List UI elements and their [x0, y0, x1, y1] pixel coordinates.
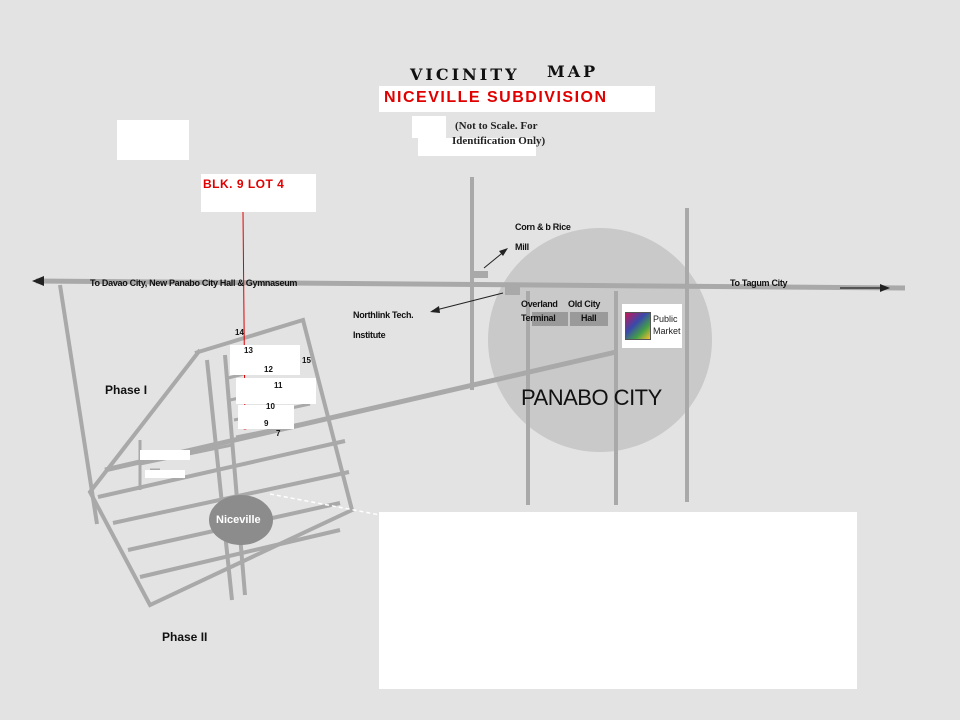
lot-number: 10: [266, 402, 275, 411]
road-label-west: To Davao City, New Panabo City Hall & Gy…: [90, 278, 298, 288]
lot-number: 15: [302, 356, 311, 365]
northlink-label-2: Institute: [353, 330, 386, 340]
road-west: [58, 284, 99, 525]
street-f: [139, 528, 341, 579]
lot-number: 14: [235, 328, 244, 337]
street-a: [205, 359, 234, 601]
northlink-block: [505, 287, 520, 295]
map-title-map: MAP: [547, 62, 599, 81]
scale-note-line1: (Not to Scale. For: [455, 120, 538, 132]
dashed-road: [269, 493, 381, 516]
niceville-label: Niceville: [216, 514, 261, 526]
public-market-label-2: Market: [653, 326, 681, 336]
road-diagonal: [104, 349, 617, 473]
niceville-oval: [209, 495, 273, 545]
pointer-northlink: [431, 292, 504, 312]
marker-label-bg: [201, 174, 316, 212]
road-patch-2: [145, 470, 185, 478]
title-sub-bg: [379, 86, 655, 112]
city-hall-block: [570, 312, 608, 326]
note-bg-1: [412, 116, 446, 138]
map-title-vicinity: VICINITY: [410, 65, 520, 84]
phase1-label: Phase I: [105, 383, 148, 397]
public-market-label-1: Public: [653, 314, 678, 324]
blank-panel: [379, 512, 857, 689]
overland-label-1: Overland: [521, 299, 558, 309]
marker-label: BLK. 9 LOT 4: [203, 177, 285, 191]
city-label: PANABO CITY: [521, 385, 662, 410]
lot-number: 12: [264, 365, 273, 374]
lots-bg-3: [238, 405, 294, 429]
northlink-label-1: Northlink Tech.: [353, 310, 414, 320]
rice-mill-label-1: Corn & b Rice: [515, 222, 571, 232]
rice-mill-block: [474, 271, 488, 278]
pointer-rice-mill-head: [499, 248, 508, 256]
arrow-right-icon: [880, 284, 890, 292]
map-subtitle: NICEVILLE SUBDIVISION: [384, 89, 608, 106]
old-city-hall-label-1: Old City: [568, 299, 601, 309]
lots-bg-1: [230, 345, 300, 375]
note-bg-2: [418, 138, 536, 156]
rice-mill-label-2: Mill: [515, 242, 529, 252]
pointer-northlink-head: [430, 306, 440, 313]
lot-number: 13: [244, 346, 253, 355]
lot-number: 9: [264, 419, 269, 428]
lot-number: 11: [274, 381, 283, 390]
phase2-label: Phase II: [162, 630, 208, 644]
road-patch-1: [140, 450, 190, 460]
terminal-block: [532, 312, 568, 326]
arrow-left-icon: [32, 276, 44, 286]
top-left-blank: [117, 120, 189, 160]
lot-number: 7: [276, 429, 281, 438]
subdivision-outline: [87, 317, 355, 608]
old-city-hall-label-2: Hall: [581, 313, 597, 323]
lots-bg-2: [236, 378, 316, 404]
road-label-east: To Tagum City: [730, 278, 788, 288]
public-market-icon: [625, 312, 651, 340]
overland-label-2: Terminal: [521, 313, 556, 323]
scale-note-line2: Identification Only): [452, 135, 546, 147]
